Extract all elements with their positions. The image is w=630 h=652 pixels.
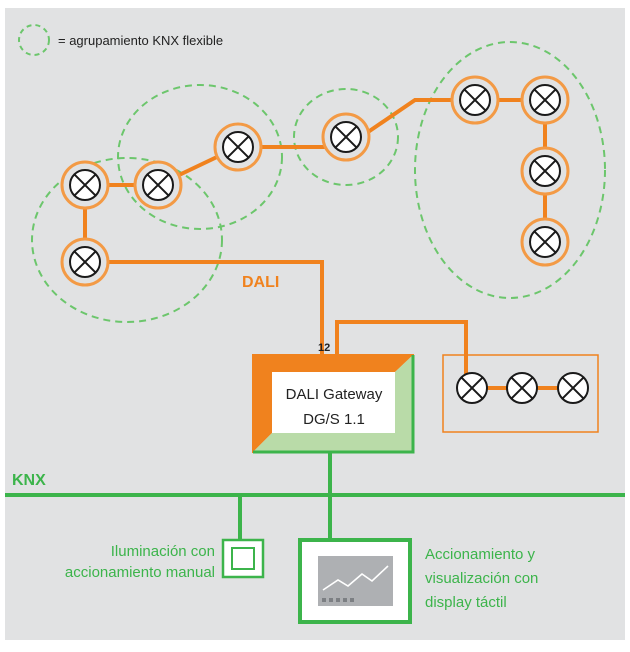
manual-switch-device bbox=[221, 538, 265, 579]
switch-rocker bbox=[231, 547, 255, 570]
dali-line-to-gateway bbox=[85, 260, 324, 355]
knx-groups bbox=[31, 41, 606, 323]
lamp-icon bbox=[133, 160, 183, 210]
touch-label-line1: Accionamiento y bbox=[425, 546, 536, 563]
lamp-icon bbox=[506, 372, 538, 404]
lamp-icon bbox=[456, 372, 488, 404]
touch-label-line2: visualización con bbox=[425, 570, 538, 587]
gateway-orange-bevel bbox=[253, 355, 413, 452]
legend-dashed-circle-icon bbox=[18, 24, 50, 56]
gateway-inner-panel bbox=[272, 372, 395, 433]
trend-line-icon bbox=[322, 565, 389, 591]
channel-number: 12 bbox=[318, 342, 330, 354]
lamp-icon bbox=[60, 160, 110, 210]
dali-gateway: DALI Gateway DG/S 1.1 bbox=[252, 354, 415, 454]
legend-text: = agrupamiento KNX flexible bbox=[58, 33, 223, 48]
lamp-icon bbox=[450, 75, 500, 125]
lamp-icon bbox=[520, 75, 570, 125]
gateway-line1: DALI Gateway bbox=[286, 386, 383, 403]
knx-group-middle-left bbox=[117, 84, 283, 230]
lamp-icon bbox=[60, 237, 110, 287]
lamp-icon bbox=[520, 217, 570, 267]
knx-label: KNX bbox=[12, 472, 46, 489]
touch-display-device bbox=[298, 538, 412, 624]
manual-label-line2: accionamiento manual bbox=[65, 564, 215, 581]
switch-outer bbox=[221, 538, 265, 579]
lamp-icon bbox=[213, 122, 263, 172]
background-panel bbox=[5, 8, 625, 640]
lamps bbox=[60, 75, 589, 404]
lamp-group-box bbox=[442, 354, 599, 433]
knx-group-left bbox=[31, 157, 223, 323]
gateway-line2: DG/S 1.1 bbox=[303, 411, 365, 428]
touch-label-line3: display táctil bbox=[425, 594, 507, 611]
manual-label-line1: Iluminación con bbox=[111, 543, 215, 560]
dali-line-ch12 bbox=[335, 320, 574, 390]
dali-label: DALI bbox=[242, 274, 279, 291]
lamp-icon bbox=[321, 112, 371, 162]
gateway-green-bevel bbox=[253, 355, 413, 452]
knx-bus bbox=[5, 452, 625, 540]
touch-screen bbox=[318, 556, 393, 606]
knx-group-middle bbox=[293, 88, 399, 186]
lamp-icon bbox=[520, 146, 570, 196]
lamp-icon bbox=[557, 372, 589, 404]
knx-group-right bbox=[414, 41, 606, 299]
